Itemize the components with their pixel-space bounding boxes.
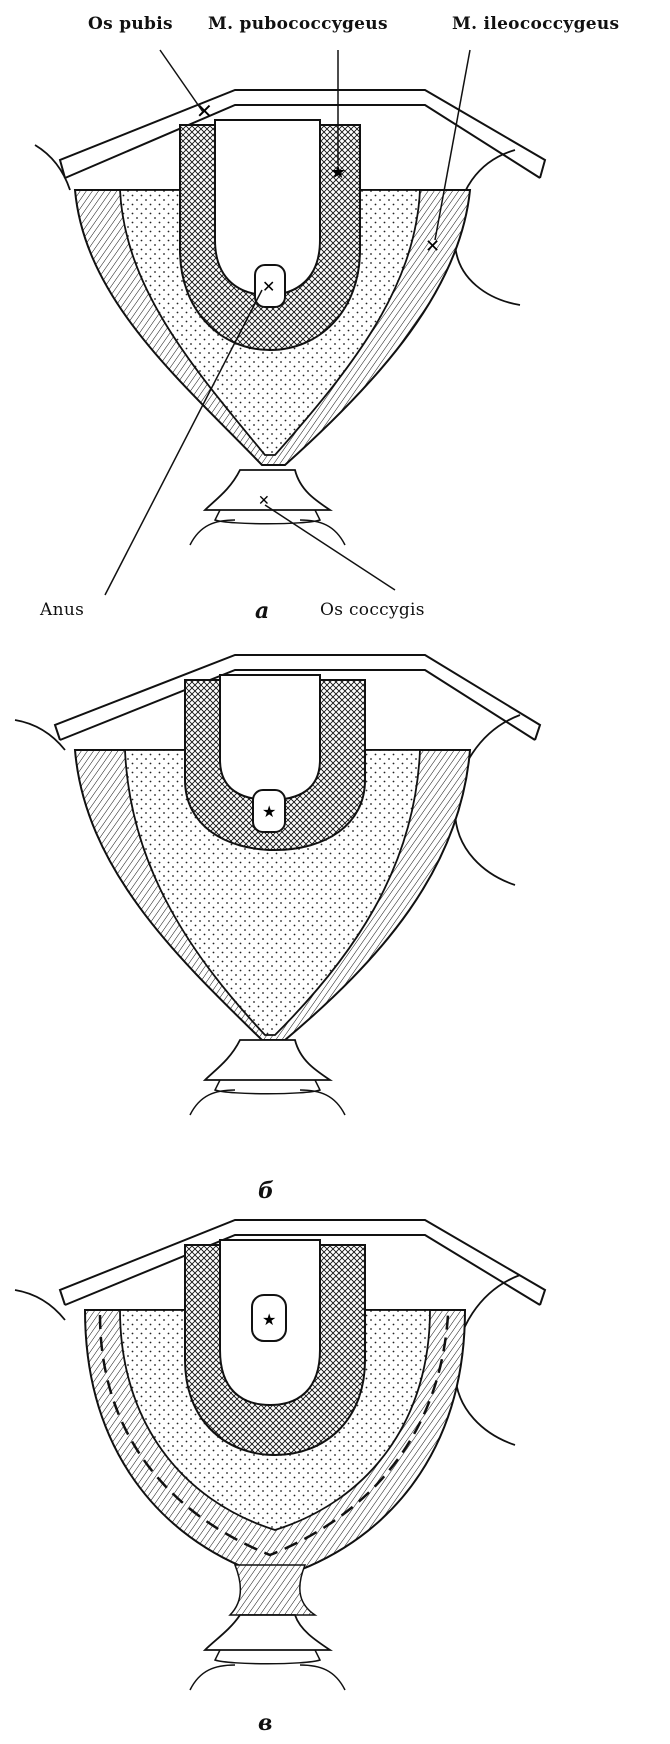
caption-a: a	[255, 598, 269, 624]
pelvic-floor-diagram-b: ★	[0, 640, 670, 1180]
label-os-coccygis: Os coccygis	[320, 600, 425, 620]
svg-text:★: ★	[262, 1310, 276, 1329]
caption-c: в	[258, 1710, 272, 1736]
svg-text:★: ★	[262, 802, 276, 821]
svg-text:★: ★	[330, 162, 346, 183]
pelvic-floor-diagram-a: ✕ ✕ ✕ ★ ✕	[0, 0, 670, 600]
svg-text:✕: ✕	[196, 99, 213, 123]
svg-text:✕: ✕	[425, 236, 440, 257]
caption-b: б	[258, 1178, 274, 1204]
svg-text:✕: ✕	[262, 277, 275, 296]
pelvic-floor-diagram-c: ★	[0, 1210, 670, 1710]
label-anus: Anus	[40, 600, 84, 620]
